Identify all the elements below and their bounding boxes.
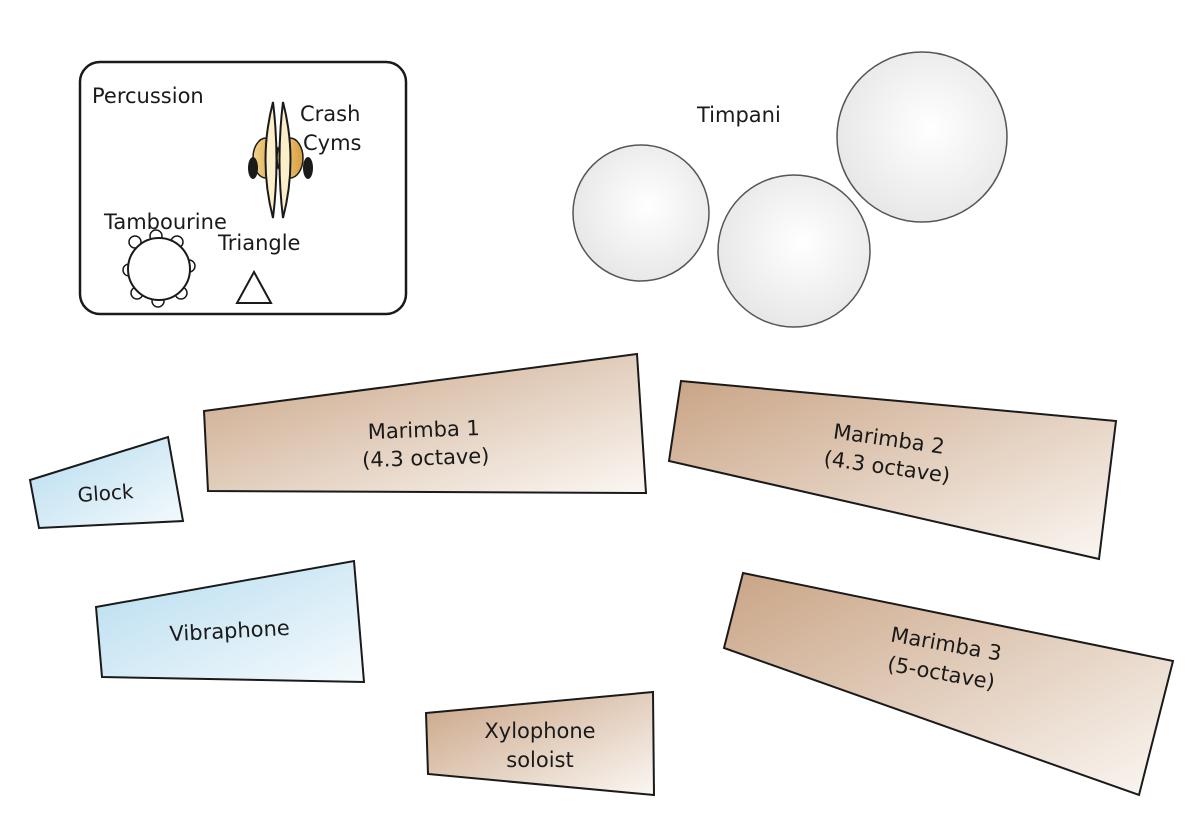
marimba-1: Marimba 1 (4.3 octave)	[202, 352, 648, 495]
timpani-drum-medium	[717, 174, 871, 328]
tambourine-icon	[122, 229, 196, 308]
triangle-icon	[235, 269, 273, 304]
percussion-title: Percussion	[92, 84, 204, 108]
vibraphone: Vibraphone	[94, 559, 366, 684]
timpani-section: Timpani	[572, 51, 1008, 328]
marimba-1-label-line1: Marimba 1	[367, 416, 480, 444]
timpani-drum-small	[572, 144, 710, 282]
glock-label: Glock	[77, 479, 135, 507]
triangle-label: Triangle	[217, 231, 300, 255]
marimba-2-shape	[667, 379, 1118, 561]
marimba-2: Marimba 2 (4.3 octave)	[667, 379, 1118, 561]
percussion-section: Percussion Crash Cyms Tambourine Triangl…	[78, 60, 408, 316]
tambourine-label: Tambourine	[103, 210, 227, 234]
xylophone-label-line2: soloist	[506, 748, 573, 772]
marimba-1-shape	[202, 352, 648, 495]
crash-cymbals-icon	[248, 101, 313, 219]
marimba-3: Marimba 3 (5-octave)	[722, 571, 1175, 797]
marimba-3-shape	[722, 571, 1175, 797]
glock-shape	[28, 435, 185, 530]
timpani-drum-large	[836, 51, 1008, 223]
xylophone-label-line1: Xylophone	[484, 719, 595, 743]
vibraphone-shape	[94, 559, 366, 684]
xylophone-shape	[424, 690, 656, 797]
xylophone-soloist: Xylophone soloist	[424, 690, 656, 797]
crash-label-line2: Cyms	[303, 131, 362, 155]
timpani-label: Timpani	[696, 103, 781, 127]
glock: Glock	[28, 435, 185, 530]
marimba-1-label-line2: (4.3 octave)	[362, 444, 490, 472]
crash-label-line1: Crash	[300, 102, 360, 126]
